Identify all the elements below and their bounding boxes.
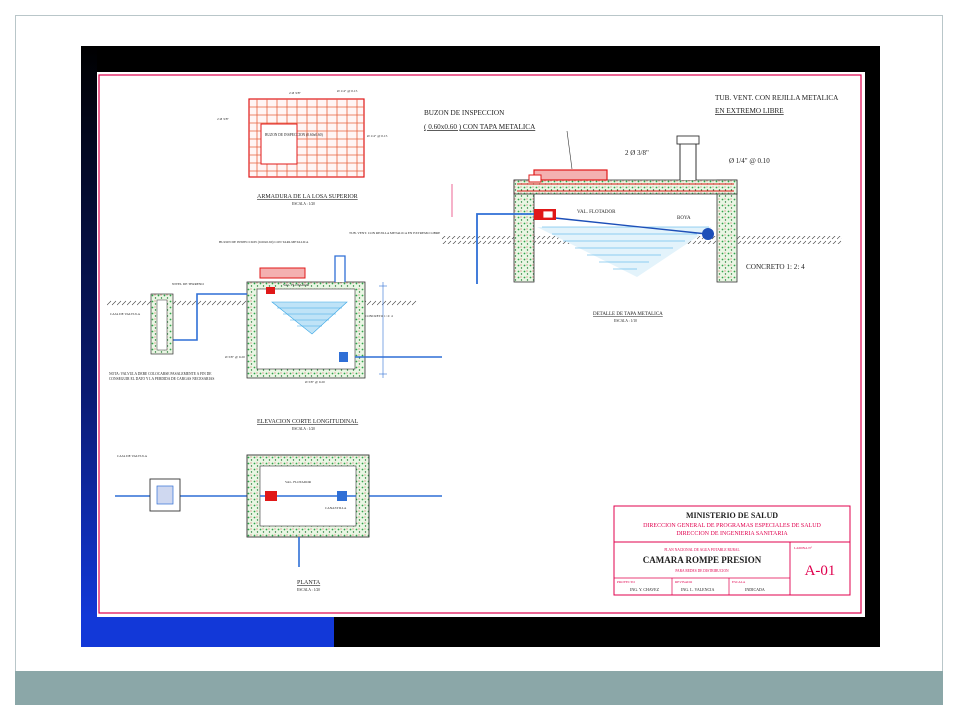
detail-stirrup: Ø 1/4" @ 0.10 <box>729 157 770 165</box>
tb-plan-name: PLAN NACIONAL DE AGUA POTABLE RURAL <box>664 548 739 552</box>
detail-concrete: CONCRETO 1: 2: 4 <box>746 263 805 271</box>
plan-a-scale: ESCALA : 1/20 <box>292 202 315 206</box>
tb-drawing-subtitle: PARA REDES DE DISTRIBUCION <box>675 569 729 573</box>
elev-label-2: NIVEL DE TERRENO <box>172 282 204 286</box>
elevation-scale: ESCALA : 1/20 <box>292 427 315 431</box>
plan-b-label-0: CAJA DE VALVULA <box>117 454 148 458</box>
plan-a-label-2: Ø 1/4" @ 0.15 <box>337 89 358 93</box>
tb-proyecto-value: ING. Y. CHAVEZ <box>630 587 660 592</box>
sheet-border <box>98 74 862 614</box>
tb-ministry: MINISTERIO DE SALUD <box>686 511 778 520</box>
tb-proyecto-label: PROYECTO <box>617 580 635 584</box>
title-block: MINISTERIO DE SALUD DIRECCION GENERAL DE… <box>613 505 851 596</box>
tb-escala-value: INDICADA <box>745 587 765 592</box>
elev-label-4: VAL. FLOTADOR <box>283 283 310 287</box>
floor-plan: CAJA DE VALVULA VAL. FLOTADOR CANASTILLA… <box>115 454 442 592</box>
detail-float-valve: VAL. FLOTADOR <box>577 210 616 215</box>
plan-b-label-1: VAL. FLOTADOR <box>285 480 312 484</box>
detail-vent-2: EN EXTREMO LIBRE <box>715 107 784 115</box>
tb-directorate-1: DIRECCION GENERAL DE PROGRAMAS ESPECIALE… <box>643 523 821 529</box>
elev-note: NOTA: VALVULA DEBE COLOCARSE PASALEMENTE… <box>109 372 215 382</box>
longitudinal-elevation: BUZON DE INSPECCION (0.60x0.60) CON TAPA… <box>107 231 442 431</box>
drawing-side-gradient <box>81 46 97 617</box>
tb-escala-label: ESCALA <box>732 580 746 584</box>
detail-float: BOYA <box>677 216 691 221</box>
tb-sheet-number: A-01 <box>805 563 836 579</box>
slab-reinforcement-plan: BUZON DE INSPECCION (0.60x0.60) 2 Ø 3/8"… <box>217 89 388 206</box>
elev-label-7: Ø 3/8" @ 0.20 <box>305 380 325 384</box>
detail-scale: ESCALA : 1/10 <box>614 319 637 323</box>
detail-vent-1: TUB. VENT. CON REJILLA METALICA <box>715 94 839 102</box>
plan-b-label-2: CANASTILLA <box>325 506 347 510</box>
cad-drawing: BUZON DE INSPECCION (0.60x0.60) 2 Ø 3/8"… <box>98 74 862 614</box>
plan-a-title: ARMADURA DE LA LOSA SUPERIOR <box>257 194 358 200</box>
metal-cover-detail: BUZON DE INSPECCION ( 0.60x0.60 ) CON TA… <box>424 94 842 323</box>
elev-label-1: TUB. VENT. CON REJILLA METALICA EN EXTRE… <box>349 231 440 235</box>
elev-label-5: CONCRETO 1: 2: 4 <box>365 314 393 318</box>
elev-label-3: CAJA DE VALVULA <box>110 312 141 316</box>
elev-label-6: Ø 3/8" @ 0.20 <box>225 355 245 359</box>
plan-b-scale: ESCALA : 1/20 <box>297 588 320 592</box>
cad-sheet: BUZON DE INSPECCION (0.60x0.60) 2 Ø 3/8"… <box>97 72 865 617</box>
detail-rebar: 2 Ø 3/8" <box>625 149 649 157</box>
detail-buzon-1: BUZON DE INSPECCION <box>424 109 505 117</box>
plan-a-label-1: 2 Ø 3/8" <box>289 91 302 95</box>
elev-label-0: BUZON DE INSPECCION (0.60x0.60) CON TAPA… <box>219 240 309 244</box>
drawing-blue-strip <box>81 617 334 647</box>
tb-directorate-2: DIRECCION DE INGENIERIA SANITARIA <box>676 531 788 537</box>
tb-revisado-value: ING. L. VALENCIA <box>681 587 715 592</box>
tb-drawing-title: CAMARA ROMPE PRESION <box>643 555 762 565</box>
tb-sheet-label: LAMINA N° <box>794 546 813 550</box>
footer-band <box>15 671 943 705</box>
plan-a-label-4: 2 Ø 3/8" <box>217 117 230 121</box>
plan-a-label-3: Ø 1/4" @ 0.15 <box>367 134 388 138</box>
detail-buzon-2: ( 0.60x0.60 ) CON TAPA METALICA <box>424 123 536 131</box>
elevation-title: ELEVACION CORTE LONGITUDINAL <box>257 419 359 425</box>
plan-a-label-0: BUZON DE INSPECCION (0.60x0.60) <box>265 133 324 137</box>
detail-title: DETALLE DE TAPA METALICA <box>593 312 663 317</box>
tb-revisado-label: REVISADO <box>675 580 693 584</box>
plan-b-title: PLANTA <box>297 580 321 586</box>
